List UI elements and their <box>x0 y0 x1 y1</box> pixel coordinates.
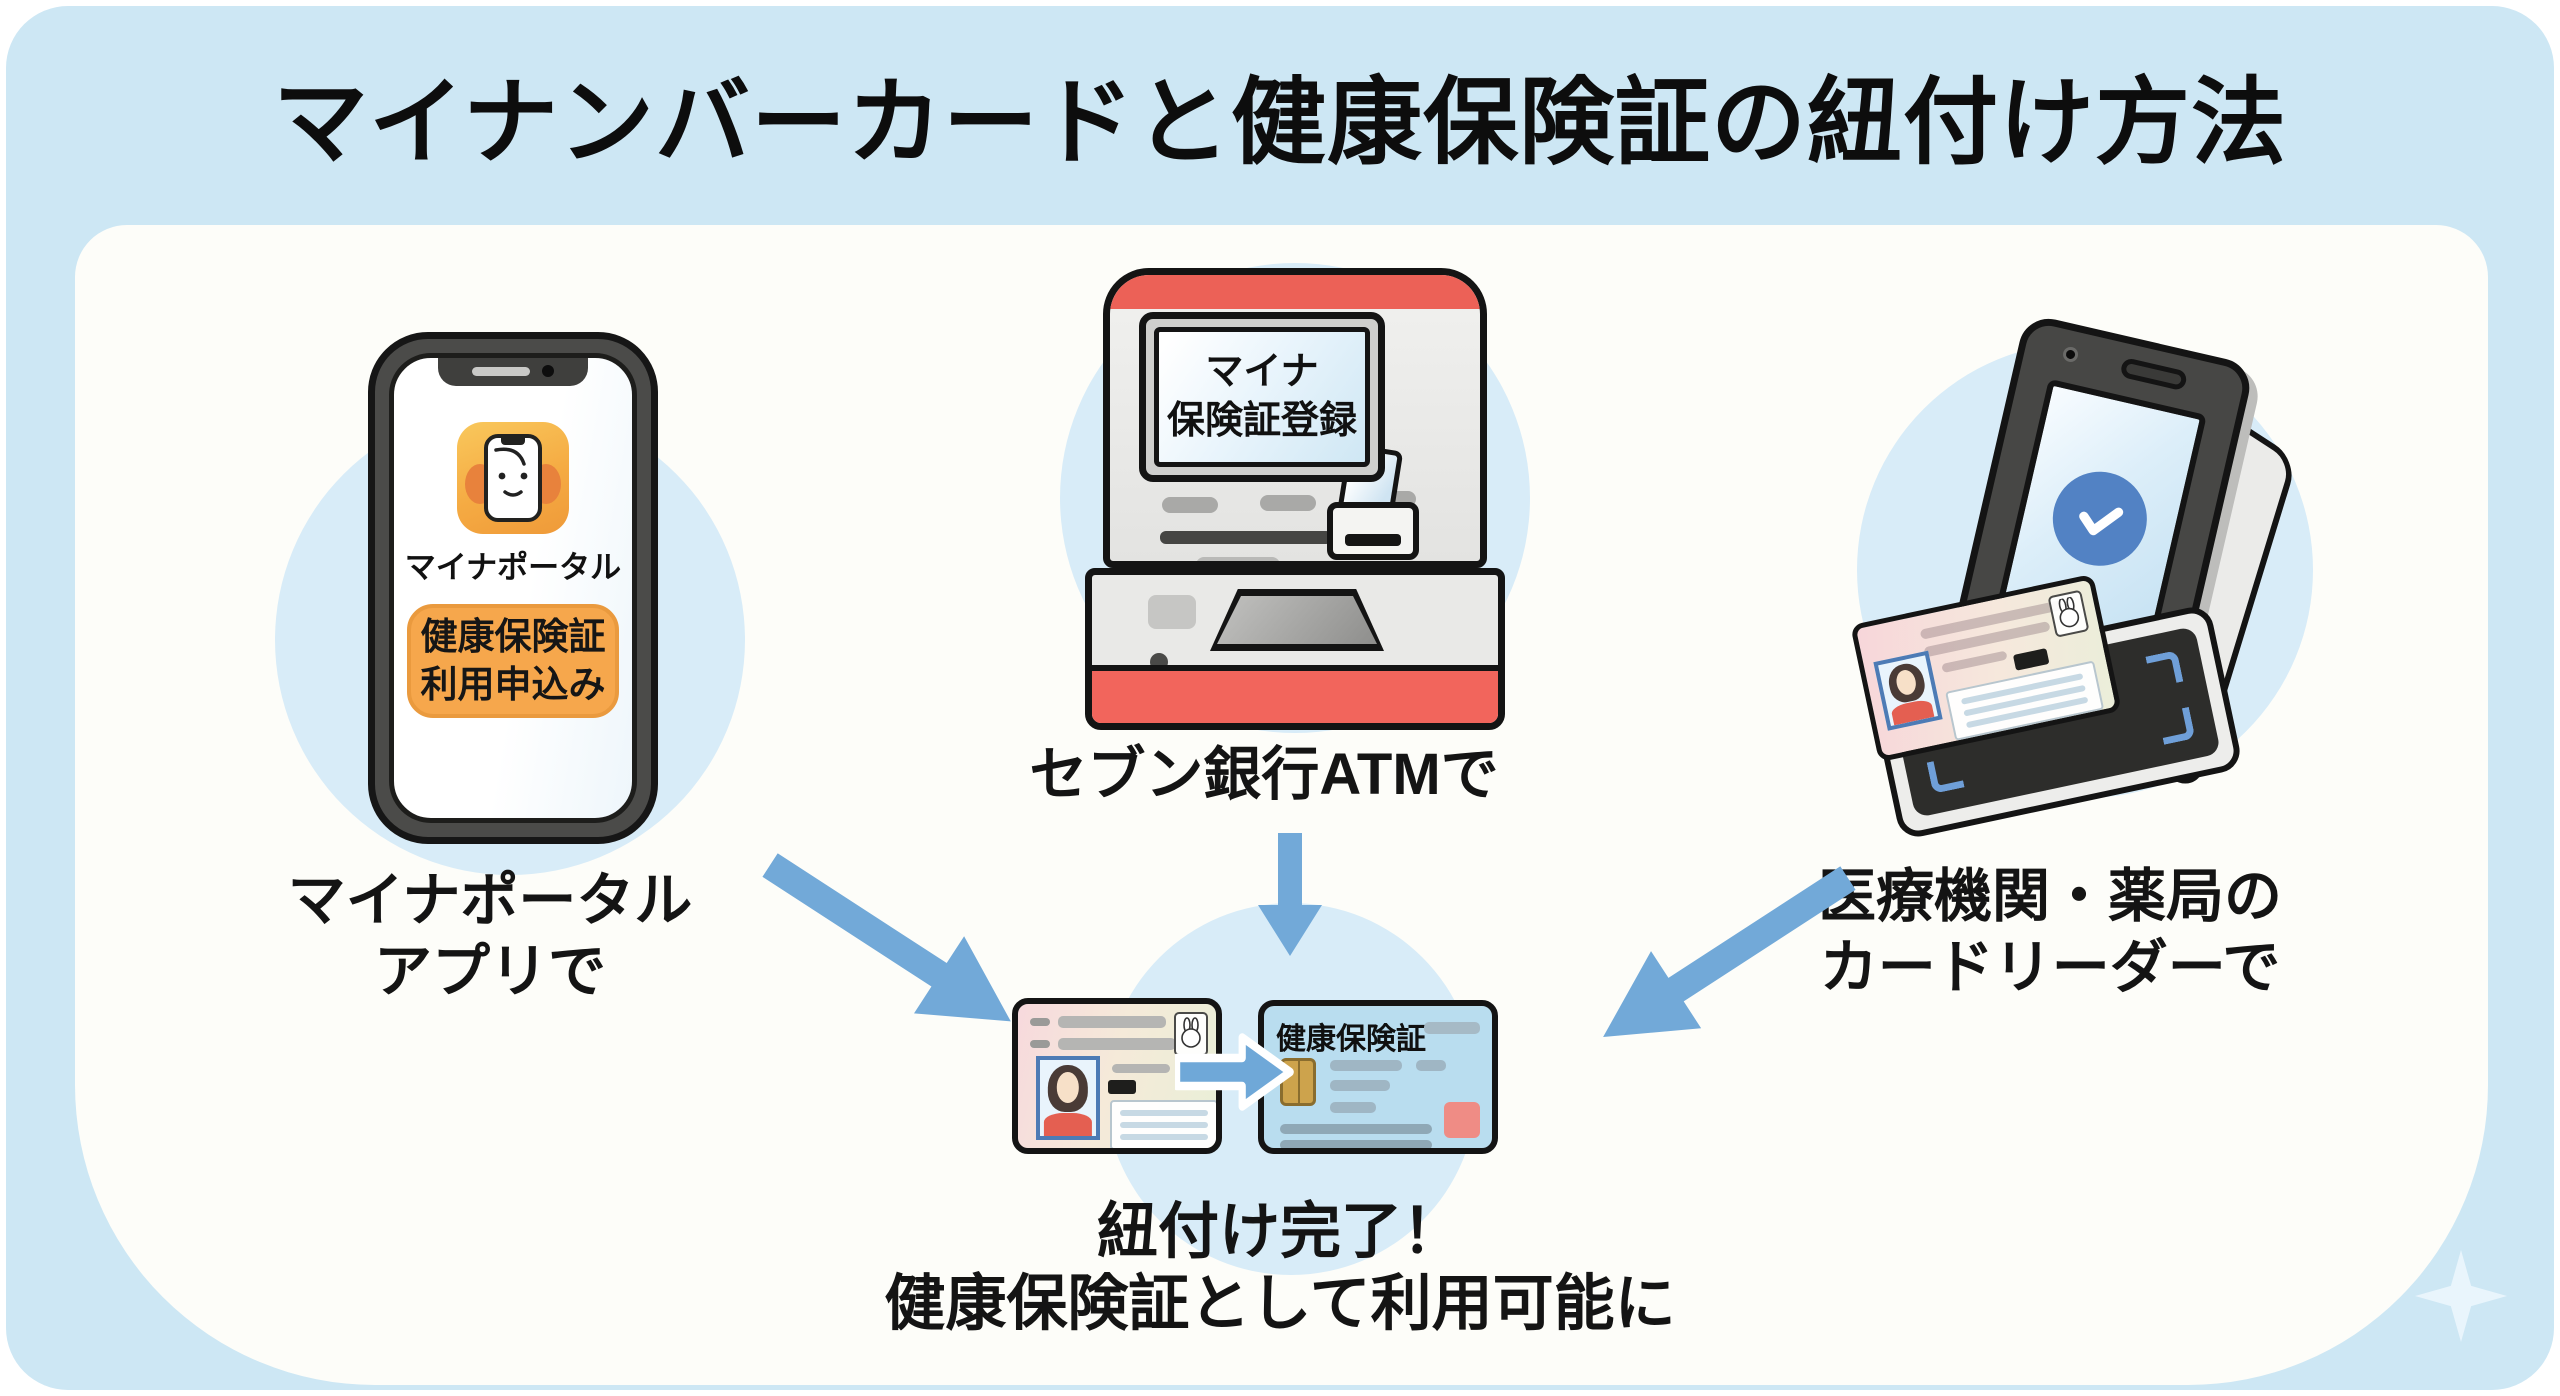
card-text-bar <box>1941 650 2008 674</box>
tray-bracket-icon <box>2157 706 2196 745</box>
arrow-from-reader-icon <box>1603 866 1856 1038</box>
maina-chan-rabbit-icon <box>2047 589 2090 638</box>
card-photo <box>1873 650 1943 731</box>
atm-keypad[interactable] <box>1210 589 1384 651</box>
seven-bank-atm-illustration: マイナ 保険証登録 <box>1085 268 1505 730</box>
card-text-bar <box>1112 1064 1170 1073</box>
atm-method-caption: セブン銀行ATMで <box>1029 742 1499 807</box>
reader-caption-line1: 医療機関・薬局の <box>1817 864 2282 929</box>
card-text-bar <box>1330 1080 1390 1091</box>
atm-screen-bezel: マイナ 保険証登録 <box>1139 312 1385 482</box>
atm-screen[interactable]: マイナ 保険証登録 <box>1154 327 1370 467</box>
photo-face <box>1056 1072 1080 1103</box>
atm-receipt-slot <box>1160 531 1332 544</box>
insurance-apply-button-line1: 健康保険証 <box>420 615 606 657</box>
atm-card-slot <box>1327 502 1419 560</box>
card-text-bar <box>1058 1016 1166 1028</box>
card-black-mark <box>2012 648 2050 671</box>
atm-keypad-surface <box>1217 596 1377 644</box>
atm-base-slot <box>1148 595 1196 629</box>
result-caption-line1: 紐付け完了！ <box>1096 1197 1463 1265</box>
atm-slot-small-4 <box>1196 557 1280 561</box>
card-text-bar <box>1330 1102 1376 1113</box>
card-text-bar <box>1280 1140 1432 1148</box>
page-title: マイナンバーカードと健康保険証の紐付け方法 <box>272 70 2288 176</box>
phone-screen: マイナポータル 健康保険証 利用申込み <box>389 353 637 823</box>
app-name-label: マイナポータル <box>404 550 622 585</box>
phone-speaker <box>472 367 530 376</box>
atm-screen-line1: マイナ <box>1205 350 1319 393</box>
card-text-bar <box>1330 1060 1402 1071</box>
reader-method-caption: 医療機関・薬局の カードリーダーで <box>1740 862 2360 1004</box>
card-text-bar <box>1280 1124 1432 1134</box>
card-info-box <box>1110 1100 1216 1148</box>
card-text-bar <box>1416 1060 1446 1071</box>
card-pink-square <box>1444 1102 1480 1138</box>
insurance-apply-button-line2: 利用申込み <box>420 664 606 705</box>
card-photo <box>1036 1056 1100 1140</box>
card-text-bar <box>1030 1040 1050 1048</box>
tray-bracket-icon <box>1926 755 1965 794</box>
mynumber-card <box>1012 998 1222 1154</box>
insurance-apply-button[interactable]: 健康保険証 利用申込み <box>407 604 619 718</box>
photo-shirt <box>1043 1113 1093 1136</box>
card-reader-illustration <box>1850 312 2320 841</box>
app-icon-notch <box>501 438 525 445</box>
insurance-card-title: 健康保険証 <box>1276 1023 1426 1056</box>
atm-slot-small-2 <box>1260 495 1316 511</box>
atm-card-slot-mouth <box>1345 534 1401 546</box>
card-text-bar <box>1424 1022 1480 1034</box>
check-circle <box>2043 462 2157 576</box>
app-icon-phone-shape <box>484 434 542 522</box>
reader-speaker <box>2119 357 2189 392</box>
link-arrow-icon <box>1175 1033 1294 1111</box>
atm-red-band-bottom <box>1092 665 1498 723</box>
phone-caption-line1: マイナポータル <box>287 868 693 933</box>
reader-display <box>1995 378 2207 650</box>
reader-caption-line2: カードリーダーで <box>1819 934 2281 1000</box>
phone-camera-icon <box>542 365 554 377</box>
checkmark-icon <box>2079 507 2124 536</box>
result-caption-line2: 健康保険証として利用可能に <box>884 1268 1676 1337</box>
photo-shirt <box>1890 698 1935 726</box>
smartphone-illustration: マイナポータル 健康保険証 利用申込み <box>368 332 658 844</box>
phone-method-caption: マイナポータル アプリで <box>190 866 790 1008</box>
atm-red-band-top <box>1110 275 1480 309</box>
reader-camera-icon <box>2061 345 2080 364</box>
tray-bracket-icon <box>2145 650 2184 689</box>
card-black-mark <box>1108 1080 1136 1094</box>
arrow-from-phone-icon <box>762 853 1011 1022</box>
phone-caption-line2: アプリで <box>373 938 606 1004</box>
atm-base <box>1085 568 1505 730</box>
atm-slot-small-1 <box>1162 497 1218 513</box>
atm-screen-line2: 保険証登録 <box>1166 400 1357 442</box>
maina-chan-rabbit-icon <box>1174 1012 1208 1056</box>
app-icon-face <box>494 447 528 497</box>
card-text-bar <box>1030 1018 1050 1026</box>
result-caption: 紐付け完了！ 健康保険証として利用可能に <box>778 1196 1782 1340</box>
phone-notch <box>438 358 588 386</box>
reader-screen-unit <box>1949 312 2256 698</box>
mynumber-card-on-reader <box>1850 573 2122 763</box>
mynaportal-app-icon <box>457 422 569 534</box>
arrow-from-atm-icon <box>1258 833 1322 956</box>
card-text-bar <box>1058 1038 1176 1050</box>
